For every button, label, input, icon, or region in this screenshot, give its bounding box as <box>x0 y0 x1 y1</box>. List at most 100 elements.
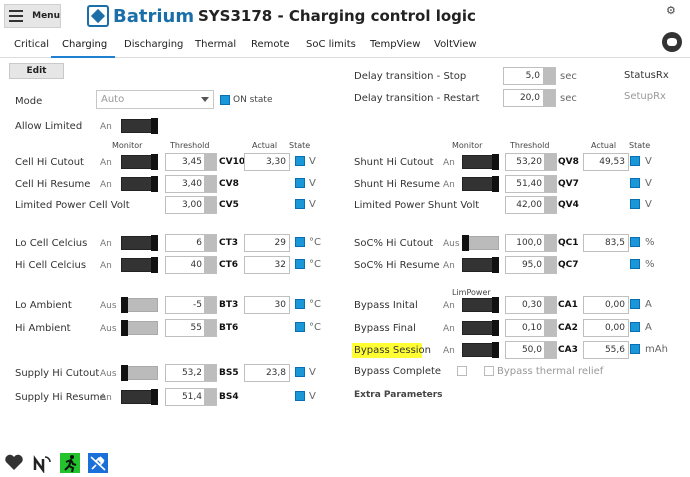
lo-cell-celcius-actual-value: 29 <box>244 234 290 252</box>
stepper-icon[interactable] <box>544 257 556 273</box>
shunt-hi-cutout-threshold-input[interactable]: 53,20 <box>505 153 557 171</box>
tab-remote[interactable]: Remote <box>251 39 290 50</box>
shunt-hi-resume-state-checkbox[interactable] <box>630 178 640 188</box>
tab-discharging[interactable]: Discharging <box>124 39 184 50</box>
delay-stop-input[interactable]: 5,0 <box>503 67 556 85</box>
hi-cell-celcius-state-checkbox[interactable] <box>295 259 305 269</box>
stepper-icon[interactable] <box>204 297 216 313</box>
soc-hi-resume-threshold-input[interactable]: 95,0 <box>505 256 557 274</box>
stepper-icon[interactable] <box>543 90 555 106</box>
lo-ambient-state-checkbox[interactable] <box>295 299 305 309</box>
limited-power-shunt-volt-state-checkbox[interactable] <box>630 199 640 209</box>
soc-hi-resume-toggle[interactable] <box>462 257 499 273</box>
hi-ambient-threshold-input[interactable]: 55 <box>165 319 217 337</box>
stepper-icon[interactable] <box>204 235 216 251</box>
plug-icon[interactable] <box>88 453 108 473</box>
shunt-hi-cutout-state-checkbox[interactable] <box>630 156 640 166</box>
bypass-thermal-relief-checkbox[interactable] <box>484 366 494 376</box>
supply-hi-cutout-threshold-input[interactable]: 53,2 <box>165 364 217 382</box>
cell-hi-resume-toggle[interactable] <box>121 176 158 192</box>
delay-restart-input[interactable]: 20,0 <box>503 89 556 107</box>
bypass-session-state-checkbox[interactable] <box>630 344 640 354</box>
bypass-session-toggle[interactable] <box>462 342 499 358</box>
supply-hi-resume-threshold-input[interactable]: 51,4 <box>165 388 217 406</box>
menu-button[interactable]: Menu <box>4 4 61 28</box>
limited-power-cell-volt-state-checkbox[interactable] <box>295 199 305 209</box>
lo-cell-celcius-toggle[interactable] <box>121 235 158 251</box>
hi-cell-celcius-threshold-input[interactable]: 40 <box>165 256 217 274</box>
bypass-complete-checkbox[interactable] <box>457 366 467 376</box>
stepper-icon[interactable] <box>204 154 216 170</box>
stepper-icon[interactable] <box>544 297 556 313</box>
stepper-icon[interactable] <box>544 320 556 336</box>
stepper-icon[interactable] <box>544 197 556 213</box>
soc-hi-cutout-toggle[interactable] <box>462 235 499 251</box>
stepper-icon[interactable] <box>544 154 556 170</box>
cell-hi-resume-state-checkbox[interactable] <box>295 178 305 188</box>
stepper-icon[interactable] <box>204 197 216 213</box>
tab-tempview[interactable]: TempView <box>370 39 421 50</box>
soc-hi-cutout-state-checkbox[interactable] <box>630 237 640 247</box>
tab-voltview[interactable]: VoltView <box>434 39 477 50</box>
lo-ambient-threshold-input[interactable]: -5 <box>165 296 217 314</box>
bypass-final-threshold-input[interactable]: 0,10 <box>505 319 557 337</box>
tab-critical[interactable]: Critical <box>14 39 49 50</box>
shunt-hi-cutout-toggle[interactable] <box>462 154 499 170</box>
edit-button[interactable]: Edit <box>9 63 64 79</box>
lo-cell-celcius-threshold-input[interactable]: 6 <box>165 234 217 252</box>
bypass-inital-toggle[interactable] <box>462 297 499 313</box>
cell-hi-cutout-toggle[interactable] <box>121 154 158 170</box>
avatar-icon[interactable] <box>662 32 682 52</box>
stepper-icon[interactable] <box>544 342 556 358</box>
tab-charging[interactable]: Charging <box>62 39 108 50</box>
stepper-icon[interactable] <box>544 176 556 192</box>
soc-hi-resume-label: SoC% Hi Resume <box>354 260 440 271</box>
tab-thermal[interactable]: Thermal <box>195 39 237 50</box>
bypass-session-threshold-input[interactable]: 50,0 <box>505 341 557 359</box>
cell-hi-resume-threshold-input[interactable]: 3,40 <box>165 175 217 193</box>
on-state-checkbox[interactable] <box>220 95 230 105</box>
gear-icon[interactable]: ⚙ <box>666 4 676 17</box>
extra-parameters-link[interactable]: Extra Parameters <box>354 390 443 400</box>
hi-cell-celcius-toggle[interactable] <box>121 257 158 273</box>
shunt-hi-resume-code: QV7 <box>558 179 579 189</box>
bypass-inital-label: Bypass Inital <box>354 300 418 311</box>
lo-ambient-toggle[interactable] <box>121 297 158 313</box>
stepper-icon[interactable] <box>204 320 216 336</box>
cell-hi-cutout-threshold-input[interactable]: 3,45 <box>165 153 217 171</box>
stepper-icon[interactable] <box>543 68 555 84</box>
stepper-icon[interactable] <box>204 176 216 192</box>
shunt-hi-resume-switch-text: An <box>443 180 455 190</box>
limited-power-shunt-volt-threshold-input[interactable]: 42,00 <box>505 196 557 214</box>
limited-power-cell-volt-threshold-input[interactable]: 3,00 <box>165 196 217 214</box>
running-person-icon[interactable] <box>60 453 80 473</box>
stepper-icon[interactable] <box>204 365 216 381</box>
stepper-icon[interactable] <box>204 389 216 405</box>
hi-ambient-state-checkbox[interactable] <box>295 322 305 332</box>
tab-soc-limits[interactable]: SoC limits <box>306 39 356 50</box>
network-icon[interactable] <box>32 453 52 473</box>
supply-hi-resume-toggle[interactable] <box>121 389 158 405</box>
bypass-inital-state-checkbox[interactable] <box>630 299 640 309</box>
soc-hi-cutout-threshold-input[interactable]: 100,0 <box>505 234 557 252</box>
supply-hi-cutout-unit: V <box>309 367 316 378</box>
lo-cell-celcius-state-checkbox[interactable] <box>295 237 305 247</box>
mode-select[interactable]: Auto <box>96 90 214 109</box>
stepper-icon[interactable] <box>204 257 216 273</box>
bypass-final-toggle[interactable] <box>462 320 499 336</box>
allow-limited-switch-text: An <box>100 122 112 132</box>
shunt-hi-resume-toggle[interactable] <box>462 176 499 192</box>
bypass-final-state-checkbox[interactable] <box>630 322 640 332</box>
bypass-inital-threshold-input[interactable]: 0,30 <box>505 296 557 314</box>
shunt-hi-resume-threshold-input[interactable]: 51,40 <box>505 175 557 193</box>
allow-limited-toggle[interactable] <box>121 118 158 134</box>
supply-hi-resume-state-checkbox[interactable] <box>295 391 305 401</box>
soc-hi-resume-state-checkbox[interactable] <box>630 259 640 269</box>
heart-icon[interactable] <box>4 453 24 473</box>
cell-hi-cutout-state-checkbox[interactable] <box>295 156 305 166</box>
hi-ambient-toggle[interactable] <box>121 320 158 336</box>
supply-hi-cutout-toggle[interactable] <box>121 365 158 381</box>
supply-hi-cutout-state-checkbox[interactable] <box>295 367 305 377</box>
stepper-icon[interactable] <box>544 235 556 251</box>
hi-ambient-label: Hi Ambient <box>15 323 71 334</box>
